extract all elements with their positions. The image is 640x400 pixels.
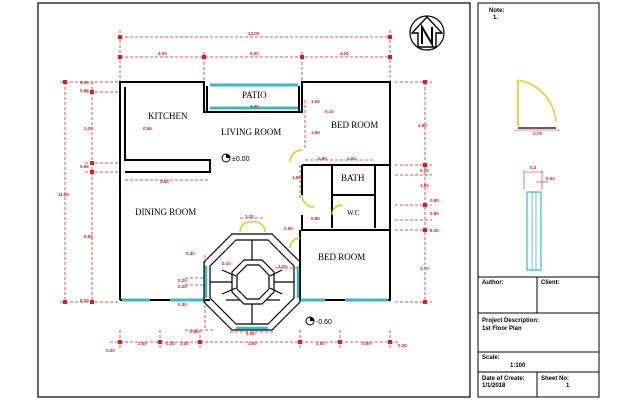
dim-left-total: 11.50 (58, 192, 70, 197)
dim-patio-h1: 1.50 (311, 99, 320, 104)
dim-stair-e: 0.80 (190, 329, 199, 334)
room-bedroom-1: BED ROOM (331, 120, 378, 130)
scale-label: Scale: (482, 355, 500, 361)
dim-bottom-d: 2.00 (180, 341, 189, 346)
dim-left-b: 0.55 (80, 88, 89, 93)
date-label: Date of Create: (482, 376, 525, 382)
client-label: Client: (541, 280, 560, 286)
dim-top-c: 4.20 (340, 51, 349, 56)
dim-top-a: 4.20 (158, 51, 167, 56)
window-symbol-icon (523, 170, 548, 271)
dim-kitchen-len: 3.50 (160, 179, 169, 184)
dim-stair-b: 1.20 (278, 264, 287, 269)
room-bedroom-2: BED ROOM (318, 252, 365, 262)
room-dining: DINING ROOM (135, 207, 196, 217)
legend-window-a: 0.2 (530, 165, 537, 170)
legend-window-b: 0.04 (546, 176, 555, 181)
room-wc: W.C (347, 209, 360, 217)
dim-bottom-h: 0.20 (398, 343, 407, 348)
dim-top-total: 14.00 (248, 31, 260, 36)
walls (119, 81, 391, 301)
dim-bottom-f: 3.00 (316, 341, 325, 346)
dim-right-d: 0.80 (430, 198, 439, 203)
sheet-value: 1 (566, 383, 570, 389)
sheet-label: Sheet No: (541, 376, 570, 382)
room-patio: PATIO (242, 90, 267, 100)
dim-bottom-b: 2.00 (138, 341, 147, 346)
project-value: 1st Floor Plan (482, 326, 522, 332)
level-marker-upper (221, 153, 231, 163)
stair-windows (204, 266, 300, 330)
dim-door-a: 0.80 (318, 156, 327, 161)
sheet-border (37, 2, 471, 398)
dim-kitchen-counter: 0.55 (143, 126, 152, 131)
dim-bed-w: 2.00 (347, 156, 356, 161)
dim-right-g: 3.70 (420, 266, 429, 271)
room-kitchen: KITCHEN (148, 111, 188, 121)
dim-left-a: 0.20 (80, 80, 89, 85)
door-symbol-icon (514, 79, 560, 131)
dim-left-c: 2.20 (84, 126, 93, 131)
dim-bottom-g: 3.00 (362, 341, 371, 346)
author-label: Author: (482, 280, 504, 286)
note-item-1: 1. (493, 15, 499, 21)
dim-hall-w: 0.10 (325, 109, 334, 114)
dim-bottom-a: 0.20 (106, 348, 115, 353)
dim-left-f: 0.20 (80, 298, 89, 303)
dim-left-e: 6.50 (84, 234, 93, 239)
dim-bottom-c: 0.20 (166, 341, 175, 346)
room-living: LIVING ROOM (221, 127, 281, 137)
dim-stair-f: 0.20 (178, 278, 187, 283)
dim-stair-top: 1.20 (245, 214, 254, 219)
dim-right-e: 0.80 (430, 211, 439, 216)
room-bath: BATH (341, 173, 365, 183)
dim-stair-d: 0.30 (178, 302, 187, 307)
dim-right-b: 0.20 (420, 168, 429, 173)
level-marker-lower (305, 316, 315, 326)
level-lower: -0.60 (316, 319, 332, 326)
dim-right-c: 1.90 (420, 183, 429, 188)
project-label: Project Description: (482, 318, 540, 324)
dim-patio-h2: 1.65 (311, 130, 320, 135)
dimension-ticks (63, 35, 427, 344)
dim-stair-bottom: 1.20 (246, 331, 255, 336)
windows (122, 83, 388, 302)
scale-value: 1:100 (510, 363, 526, 369)
legend-door-width: 0.75 (533, 131, 542, 136)
doors (239, 149, 343, 249)
dim-stair-c: 0.30 (186, 251, 195, 256)
north-arrow-icon (409, 15, 445, 51)
note-label: Note: (489, 8, 505, 14)
dim-bottom-e: 2.00 (248, 341, 257, 346)
date-value: 1/1/2018 (482, 383, 506, 389)
dim-bath-door: 0.55 (284, 226, 293, 231)
title-block-frame (477, 2, 600, 398)
dim-right-f: 0.30 (430, 228, 439, 233)
dim-bath-h: 1.55 (292, 175, 301, 180)
dim-stair-g: 0.20 (178, 284, 187, 289)
dim-patio-w: 3.00 (250, 104, 259, 109)
level-upper: ±0.00 (232, 156, 250, 163)
octagon-stair (203, 233, 301, 331)
dim-door-b: 0.80 (311, 216, 320, 221)
dim-right-a: 4.50 (418, 123, 427, 128)
dim-left-d: 0.55 (80, 164, 89, 169)
dim-top-b: 5.00 (250, 51, 259, 56)
dim-stair-a: 0.10 (222, 261, 231, 266)
